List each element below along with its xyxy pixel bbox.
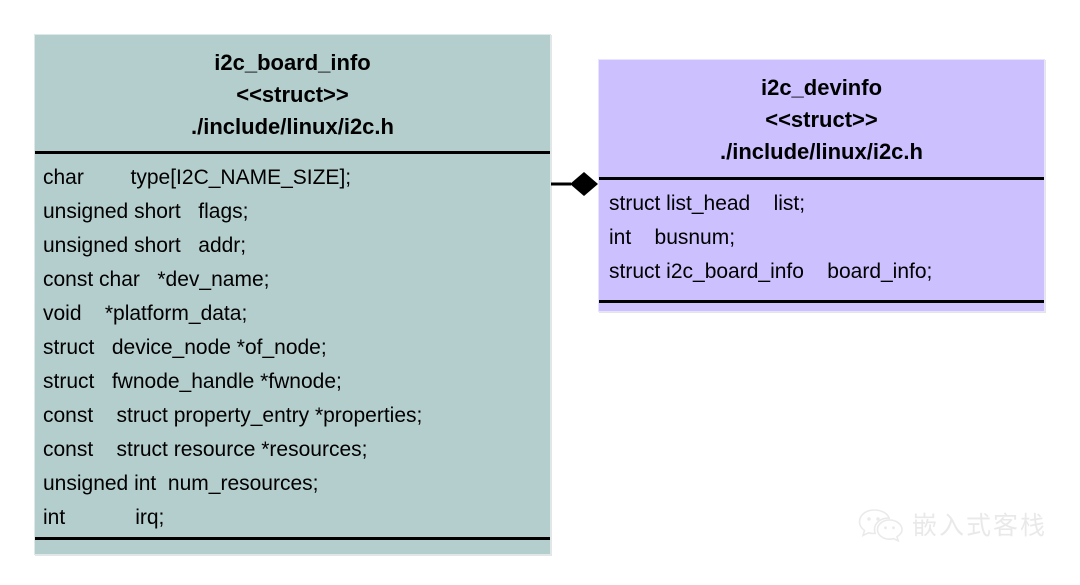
wechat-icon [858, 509, 903, 542]
watermark-text: 嵌入式客栈 [912, 511, 1048, 540]
class-methods-compartment-i2c-devinfo [599, 303, 1044, 313]
class-name: i2c_devinfo [760, 75, 883, 100]
field-row: unsigned int num_resources; [43, 472, 319, 495]
field-row: void *platform_data; [43, 302, 248, 325]
field-row: struct device_node *of_node; [43, 336, 327, 359]
class-box-i2c-devinfo[interactable]: i2c_devinfo <<struct>> ./include/linux/i… [598, 59, 1045, 312]
composition-relationship-connector[interactable] [551, 170, 601, 198]
class-stereotype: <<struct>> [236, 82, 349, 107]
field-row: const struct resource *resources; [43, 438, 368, 461]
field-row: unsigned short addr; [43, 234, 247, 257]
field-row: const char *dev_name; [43, 268, 270, 291]
field-row: const struct property_entry *properties; [43, 404, 423, 427]
class-box-i2c-board-info[interactable]: i2c_board_info <<struct>> ./include/linu… [34, 34, 551, 555]
class-name: i2c_board_info [214, 50, 371, 75]
class-stereotype: <<struct>> [765, 107, 878, 132]
field-row: char type[I2C_NAME_SIZE]; [43, 166, 352, 189]
class-header-i2c-devinfo: i2c_devinfo <<struct>> ./include/linux/i… [599, 60, 1044, 180]
field-row: int busnum; [609, 226, 736, 249]
filled-diamond-icon [570, 172, 598, 196]
class-fields-i2c-devinfo: struct list_head list; int busnum; struc… [599, 180, 1044, 303]
watermark: 嵌入式客栈 [858, 500, 1068, 548]
field-row: struct list_head list; [609, 192, 806, 215]
class-source-file: ./include/linux/i2c.h [720, 139, 923, 164]
field-row: struct fwnode_handle *fwnode; [43, 370, 342, 393]
field-row: int irq; [43, 506, 165, 529]
field-row: unsigned short flags; [43, 200, 249, 223]
class-source-file: ./include/linux/i2c.h [191, 114, 394, 139]
class-methods-compartment-i2c-board-info [35, 540, 550, 553]
class-header-i2c-board-info: i2c_board_info <<struct>> ./include/linu… [35, 35, 550, 154]
field-row: struct i2c_board_info board_info; [609, 260, 933, 283]
class-fields-i2c-board-info: char type[I2C_NAME_SIZE]; unsigned short… [35, 154, 550, 540]
